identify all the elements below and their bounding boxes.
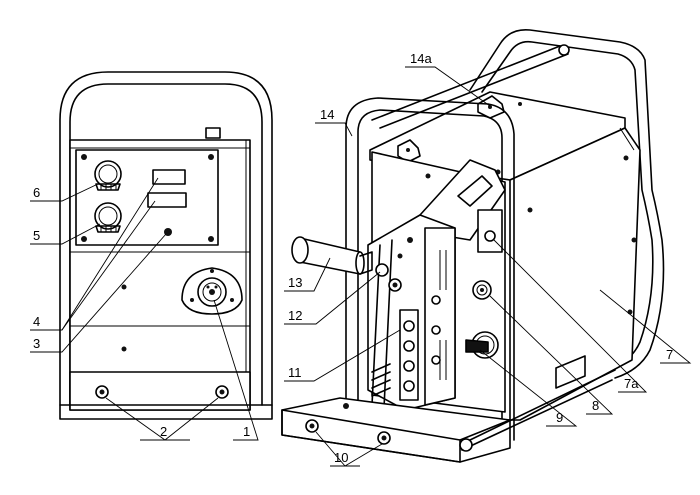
- callout-4: 4: [33, 314, 40, 329]
- knob-5: [94, 202, 122, 233]
- iso-view: [281, 28, 665, 463]
- spool-spindle: [291, 236, 373, 275]
- callout-labels: 6 5 4 3 2 1 14a 14 13 12 11 10 9 8 7a 7: [33, 51, 673, 465]
- terminal-right: [215, 385, 229, 399]
- callout-2: 2: [160, 424, 167, 439]
- top-latch: [205, 127, 221, 139]
- front-handle-outer: [59, 71, 273, 406]
- callout-3: 3: [33, 336, 40, 351]
- socket-7a: [484, 230, 496, 242]
- callout-8: 8: [592, 398, 599, 413]
- callout-11: 11: [288, 365, 302, 380]
- vent-slots: [371, 363, 391, 397]
- socket-8: [472, 280, 492, 300]
- output-terminals: [305, 419, 391, 445]
- callout-7: 7: [666, 347, 673, 362]
- front-foot: [59, 404, 273, 420]
- front-handle-outer-iso: [345, 97, 515, 441]
- callout-10: 10: [334, 450, 348, 465]
- euro-connector: [181, 267, 243, 315]
- callout-6: 6: [33, 185, 40, 200]
- front-handle-inner: [69, 83, 263, 406]
- callout-13: 13: [288, 275, 302, 290]
- callout-14: 14: [320, 107, 334, 122]
- display-upper: [152, 169, 186, 185]
- front-view: [59, 71, 273, 420]
- side-plate: [555, 355, 586, 389]
- callout-12: 12: [288, 308, 302, 323]
- callout-9: 9: [556, 410, 563, 425]
- callout-7a: 7a: [624, 376, 639, 391]
- front-handle-inner-iso: [357, 109, 503, 441]
- drive-rollers: [399, 295, 441, 401]
- callout-5: 5: [33, 228, 40, 243]
- rear-handle-outer: [469, 28, 665, 379]
- callout-14a: 14a: [410, 51, 432, 66]
- knob-6: [94, 160, 122, 191]
- rear-handle-inner: [481, 40, 654, 369]
- switch-9: [465, 331, 499, 359]
- display-lower: [147, 192, 187, 208]
- terminal-left: [95, 385, 109, 399]
- callout-1: 1: [243, 424, 250, 439]
- callout-leaders: [30, 66, 692, 467]
